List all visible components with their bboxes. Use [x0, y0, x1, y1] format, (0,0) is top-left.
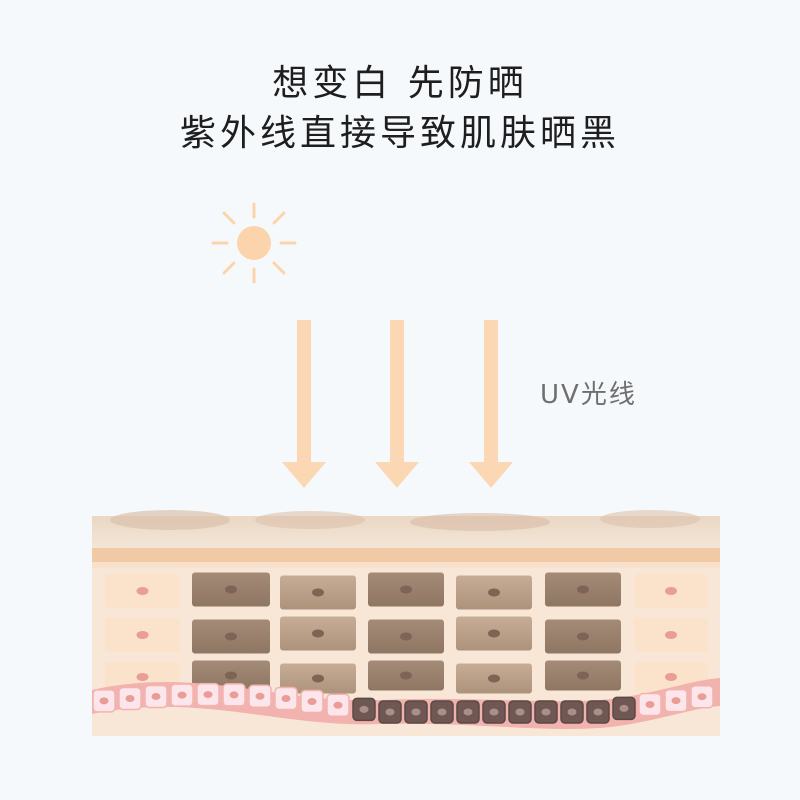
- basal-cell-nucleus: [177, 691, 187, 699]
- cell-nucleus: [312, 674, 324, 683]
- basal-cell-nucleus: [333, 701, 343, 709]
- cell-nucleus: [577, 632, 589, 641]
- basal-cell-nucleus: [255, 692, 265, 700]
- basal-cell-nucleus: [151, 693, 161, 701]
- down-arrow-icon: [375, 320, 419, 488]
- cell-nucleus: [136, 673, 149, 681]
- basal-cell-nucleus: [567, 708, 577, 716]
- basal-cell-nucleus: [593, 708, 603, 716]
- headline-line-1: 想变白 先防晒: [272, 63, 528, 104]
- cell-nucleus: [225, 585, 237, 594]
- cell-nucleus: [488, 588, 500, 597]
- cell-nucleus: [400, 671, 412, 680]
- cell-nucleus: [665, 631, 677, 639]
- sun-icon: [211, 202, 297, 284]
- headline-line-2: 紫外线直接导致肌肤晒黑: [179, 113, 620, 154]
- cell-nucleus: [488, 629, 500, 638]
- down-arrow-icon: [469, 320, 513, 488]
- uv-label: UV光线: [540, 380, 637, 410]
- basal-cell-nucleus: [307, 698, 317, 706]
- basal-cell-nucleus: [671, 697, 681, 705]
- basal-cell-nucleus: [489, 708, 499, 716]
- cell-nucleus: [488, 674, 500, 683]
- cell-nucleus: [225, 632, 237, 641]
- cell-nucleus: [577, 671, 589, 680]
- basal-cell-nucleus: [359, 705, 369, 713]
- skin-cross-section: [92, 510, 720, 736]
- cell-nucleus: [665, 587, 677, 595]
- down-arrow-icon: [282, 320, 326, 488]
- basal-cell-nucleus: [203, 691, 213, 699]
- cell-nucleus: [577, 585, 589, 594]
- cell-nucleus: [400, 632, 412, 641]
- basal-cell-nucleus: [437, 708, 447, 716]
- basal-cell-nucleus: [697, 693, 707, 701]
- basal-cell-nucleus: [645, 701, 655, 708]
- cell-nucleus: [312, 588, 324, 597]
- basal-cell-nucleus: [229, 691, 239, 699]
- cell-nucleus: [136, 631, 149, 639]
- cell-nucleus: [136, 587, 149, 595]
- cell-nucleus: [665, 673, 677, 681]
- basal-cell-nucleus: [541, 708, 551, 716]
- basal-cell-nucleus: [463, 708, 473, 716]
- basal-cell-nucleus: [515, 708, 525, 716]
- basal-cell-nucleus: [619, 704, 629, 712]
- basal-cell-nucleus: [385, 708, 395, 716]
- basal-cell-nucleus: [99, 697, 109, 705]
- basal-cell-nucleus: [125, 694, 135, 702]
- cell-nucleus: [400, 585, 412, 594]
- basal-cell-nucleus: [411, 708, 421, 716]
- cell-nucleus: [225, 671, 237, 680]
- cell-nucleus: [312, 629, 324, 638]
- basal-cell-nucleus: [281, 694, 291, 702]
